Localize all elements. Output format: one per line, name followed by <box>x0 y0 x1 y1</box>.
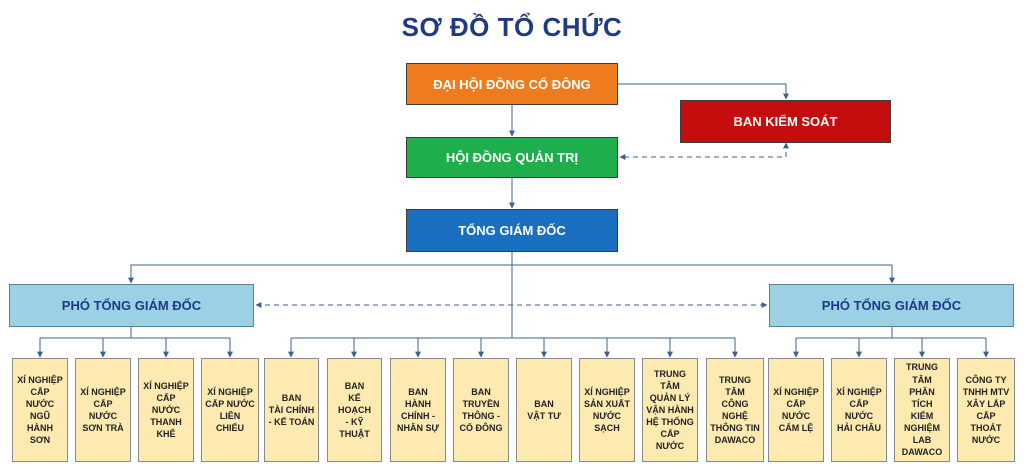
unit-node: CÔNG TY TNHH MTV XÂY LẮP CẤP THOÁT NƯỚC <box>957 358 1015 462</box>
unit-node: XÍ NGHIỆP CẤP NƯỚC NGŨ HÀNH SƠN <box>12 358 68 462</box>
line-ceo-deputy-right <box>512 264 895 284</box>
unit-node: XÍ NGHIỆP CẤP NƯỚC HẢI CHÂU <box>831 358 887 462</box>
unit-node: BAN HÀNH CHÍNH - NHÂN SỰ <box>390 358 446 462</box>
unit-node: BAN TRUYỀN THÔNG - CỔ ĐÔNG <box>453 358 509 462</box>
unit-node: BAN TÀI CHÍNH - KẾ TOÁN <box>264 358 319 462</box>
unit-node: XÍ NGHIỆP CẤP NƯỚC THANH KHÊ <box>138 358 194 462</box>
unit-node: XÍ NGHIỆP CẤP NƯỚC LIÊN CHIỂU <box>201 358 259 462</box>
unit-node: TRUNG TÂM QUẢN LÝ VẬN HÀNH HỆ THỐNG CẤP … <box>642 358 698 462</box>
ceo-node: TỔNG GIÁM ĐỐC <box>406 209 618 252</box>
line-ceo-deputy-left <box>128 264 512 284</box>
unit-node: TRUNG TÂM PHÂN TÍCH KIỂM NGHIỆM LAB DAWA… <box>894 358 950 462</box>
unit-node: XÍ NGHIỆP SẢN XUẤT NƯỚC SẠCH <box>579 358 635 462</box>
line-shareholders-supervisory <box>618 83 789 100</box>
page-title: SƠ ĐỒ TỔ CHỨC <box>401 12 623 42</box>
shareholders-node: ĐẠI HỘI ĐỒNG CỔ ĐÔNG <box>406 63 618 105</box>
supervisory-board-node: BAN KIỂM SOÁT <box>680 100 891 143</box>
board-of-directors-node: HỘI ĐỒNG QUẢN TRỊ <box>406 137 618 178</box>
unit-node: BAN VẬT TƯ <box>516 358 572 462</box>
unit-node: XÍ NGHIỆP CẤP NƯỚC SƠN TRÀ <box>75 358 131 462</box>
unit-node: XÍ NGHIỆP CẤP NƯỚC CẨM LỆ <box>768 358 824 462</box>
deputy-ceo-left-node: PHÓ TỔNG GIÁM ĐỐC <box>9 284 254 327</box>
line-supervisory-board <box>619 142 789 160</box>
unit-node: TRUNG TÂM CÔNG NGHỆ THÔNG TIN DAWACO <box>706 358 764 462</box>
unit-node: BAN KẾ HOẠCH - KỸ THUẬT <box>327 358 382 462</box>
deputy-ceo-right-node: PHÓ TỔNG GIÁM ĐỐC <box>769 284 1014 327</box>
